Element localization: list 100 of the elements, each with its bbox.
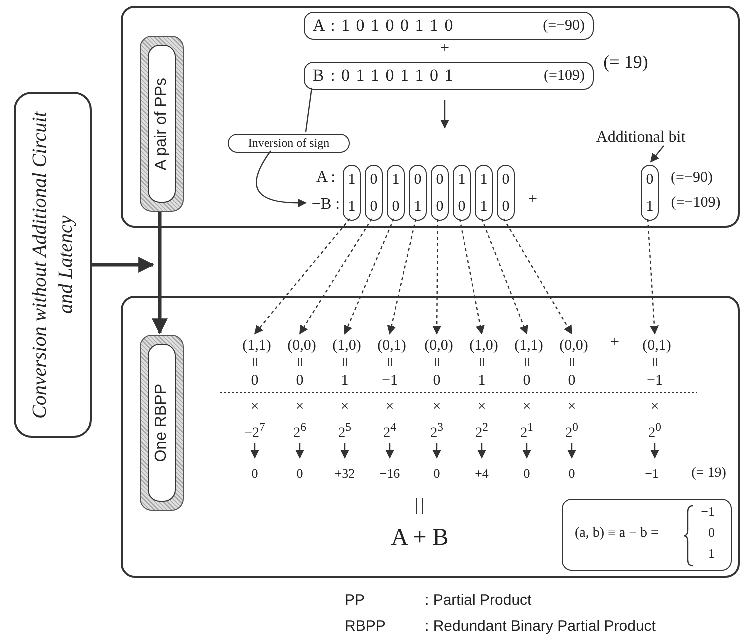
case-value: 1 xyxy=(708,546,715,562)
arrow xyxy=(650,146,664,163)
case-value: −1 xyxy=(700,504,715,520)
arrow xyxy=(300,218,372,335)
power-weight: 2$^{3}$ xyxy=(430,420,444,443)
multiply-sign: × xyxy=(568,398,576,416)
glossary-term: PP xyxy=(345,592,366,610)
multiply-sign: × xyxy=(522,398,532,416)
digit-pair-text: (1,1) xyxy=(514,338,544,354)
glossary-term: RBPP xyxy=(345,618,386,636)
arrow xyxy=(152,210,168,335)
pill-label: One RBPP xyxy=(153,384,171,462)
bit-digit: 1 xyxy=(348,170,356,188)
arrow xyxy=(256,150,307,208)
bit-digit: 1 xyxy=(414,198,422,216)
result-value: −1 xyxy=(645,465,659,483)
digit-value: 0 xyxy=(296,372,304,390)
result-value: 0 xyxy=(252,465,258,483)
power-weight: 2$^{0}$ xyxy=(566,420,578,443)
digit-pair-text: (1,0) xyxy=(470,338,498,354)
digit-value: 0 xyxy=(568,372,576,390)
arrow xyxy=(344,218,395,335)
multiply-sign: × xyxy=(340,398,350,416)
digit-pair-text: (1,0) xyxy=(332,338,362,354)
digit-pair-text: (0,0) xyxy=(288,338,316,354)
bit-digit: 1 xyxy=(348,198,356,216)
power-weight: 2$^{0}$ xyxy=(648,420,662,443)
bit-column xyxy=(431,165,449,221)
digit-pair-text: (0,0) xyxy=(560,338,588,354)
rotated-caption: Conversion without Additional Circuit and Latency xyxy=(28,110,78,421)
decimal-value: (=−109) xyxy=(671,194,721,212)
bit-column xyxy=(387,165,405,221)
sum-expression: A + B xyxy=(391,529,449,547)
bit-digit: 0 xyxy=(370,170,378,188)
bit-digit: 0 xyxy=(458,198,466,216)
decimal-value: (=−90) xyxy=(543,18,585,34)
digit-pair-text: (0,0) xyxy=(424,338,454,354)
annotation-text: −B : xyxy=(312,196,340,214)
bit-digit: 0 xyxy=(414,170,422,188)
bit-digit: 0 xyxy=(646,170,654,188)
digit-pair-text: (1,1) xyxy=(242,338,272,354)
bit-column xyxy=(409,165,427,221)
arrow xyxy=(254,218,350,335)
panel-box xyxy=(121,296,740,578)
plus-sign: + xyxy=(528,191,538,209)
plus-sign: + xyxy=(610,334,620,352)
arrow xyxy=(387,218,417,335)
bit-digit: 0 xyxy=(436,170,444,188)
sum-value: (= 19) xyxy=(604,53,648,71)
digit-value: 0 xyxy=(433,372,441,390)
power-weight: 2$^{5}$ xyxy=(338,420,352,443)
bit-column xyxy=(343,165,361,221)
arrow xyxy=(459,218,485,335)
panel-box xyxy=(121,6,740,228)
label-pill xyxy=(140,36,184,212)
bit-digit: 0 xyxy=(502,198,510,216)
bit-digit: 1 xyxy=(480,170,488,188)
bit-column xyxy=(497,165,515,221)
pill-label: Inversion of sign xyxy=(248,136,330,151)
bit-column xyxy=(641,165,659,221)
row-label: A : xyxy=(316,169,336,187)
bit-digit: 0 xyxy=(502,170,510,188)
digit-value: 1 xyxy=(341,372,349,390)
sum-value: (= 19) xyxy=(692,465,726,483)
result-value: 0 xyxy=(524,465,530,483)
arrow xyxy=(481,218,528,335)
leader-line xyxy=(305,88,313,132)
bit-digit: 1 xyxy=(458,170,466,188)
label-pill xyxy=(228,134,350,153)
arrow xyxy=(647,218,659,335)
plus-sign: + xyxy=(440,40,450,58)
bit-digit: 1 xyxy=(480,198,488,216)
power-weight: 2$^{4}$ xyxy=(384,420,396,443)
arrow xyxy=(440,100,450,129)
result-value: +4 xyxy=(475,465,489,483)
digit-pair-text: (0,1) xyxy=(378,338,406,354)
bit-column xyxy=(475,165,493,221)
formula-box xyxy=(562,499,732,571)
digit-pair-text: (0,1) xyxy=(642,338,672,354)
result-value: 0 xyxy=(568,465,576,483)
case-value: 0 xyxy=(708,525,715,541)
digit-value: 0 xyxy=(251,372,259,390)
multiply-sign: × xyxy=(250,398,260,416)
pill-label: A pair of PPs xyxy=(153,78,171,170)
formula-text: (a, b) ≡ a − b = xyxy=(575,526,659,542)
digit-value: −1 xyxy=(382,372,398,390)
multiply-sign: × xyxy=(386,398,394,416)
bit-digit: 1 xyxy=(392,170,400,188)
decimal-value: (=109) xyxy=(544,68,585,84)
power-weight: 2$^{6}$ xyxy=(294,420,306,443)
arrow xyxy=(503,218,573,335)
binary-value: A : 1 0 1 0 0 1 1 0 xyxy=(313,16,454,36)
bit-column xyxy=(453,165,471,221)
result-value: 0 xyxy=(434,465,440,483)
digit-value: 0 xyxy=(523,372,531,390)
digit-value: −1 xyxy=(647,372,663,390)
power-weight: 2$^{1}$ xyxy=(520,420,534,443)
result-value: +32 xyxy=(334,465,356,483)
label-pill xyxy=(140,335,184,511)
bit-digit: 0 xyxy=(370,198,378,216)
